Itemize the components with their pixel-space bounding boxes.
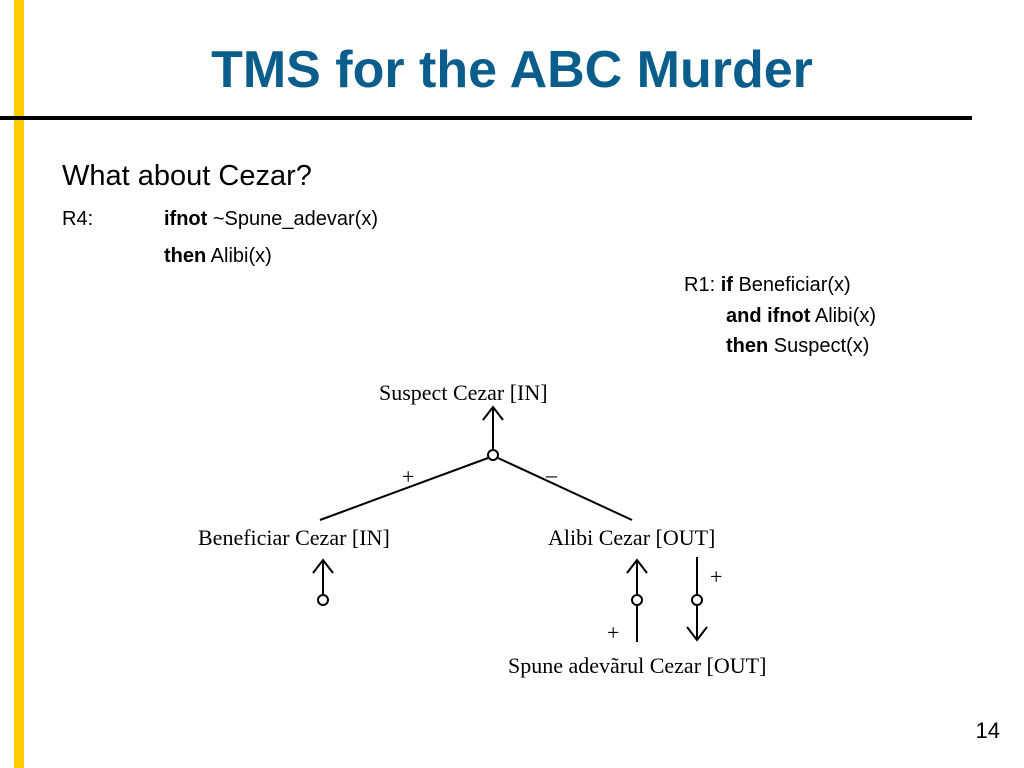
node-alibi-cezar: Alibi Cezar [OUT] — [548, 525, 716, 550]
node-spune-adevarul-cezar: Spune adevãrul Cezar [OUT] — [508, 653, 767, 678]
beneficiar-premise-node — [317, 594, 329, 606]
r1-if-keyword: if — [720, 274, 733, 296]
r4-line1: ifnot ~Spune_adevar(x) — [164, 208, 378, 231]
r1-condition-2: Alibi(x) — [810, 305, 877, 327]
r1-condition: Beneficiar(x) — [732, 274, 851, 296]
plus-sign-spune-support: + — [607, 620, 620, 645]
spune-arrow-head — [686, 626, 708, 642]
r4-then-keyword: then — [164, 245, 207, 267]
r4-label: R4: — [62, 208, 94, 230]
r1-conclusion: Suspect(x) — [768, 335, 870, 357]
slide-accent-bar — [14, 0, 24, 768]
r1-then-keyword: then — [726, 335, 769, 357]
r4-ifnot-keyword: ifnot — [164, 208, 208, 230]
question-text: What about Cezar? — [62, 160, 312, 192]
title-divider — [0, 116, 972, 120]
alibi-arrow-head — [626, 558, 648, 574]
suspect-justification-node — [487, 449, 499, 461]
r1-and-ifnot-keyword: and ifnot — [726, 305, 811, 327]
minus-sign-alibi: – — [546, 462, 557, 487]
r4-conclusion: Alibi(x) — [206, 245, 272, 267]
suspect-arrow-head — [482, 405, 504, 421]
page-number: 14 — [975, 718, 1000, 743]
r1-label: R1: — [684, 274, 721, 296]
node-suspect-cezar: Suspect Cezar [IN] — [379, 380, 548, 405]
r1-line3: then Suspect(x) — [726, 335, 869, 358]
plus-sign-beneficiar: + — [402, 464, 415, 489]
spune-justification-node — [691, 594, 703, 606]
plus-sign-alibi-support: + — [710, 564, 723, 589]
r4-line2: then Alibi(x) — [164, 245, 272, 268]
r1-line1: R1: if Beneficiar(x) — [684, 274, 851, 297]
edge-beneficiar-to-suspect — [319, 457, 489, 521]
slide-title: TMS for the ABC Murder — [211, 41, 813, 99]
r1-line2: and ifnot Alibi(x) — [726, 305, 876, 328]
beneficiar-arrow-head — [312, 558, 334, 574]
r4-condition: ~Spune_adevar(x) — [207, 208, 378, 230]
edge-alibi-to-suspect — [497, 457, 633, 521]
node-beneficiar-cezar: Beneficiar Cezar [IN] — [198, 525, 390, 550]
alibi-justification-node — [631, 594, 643, 606]
